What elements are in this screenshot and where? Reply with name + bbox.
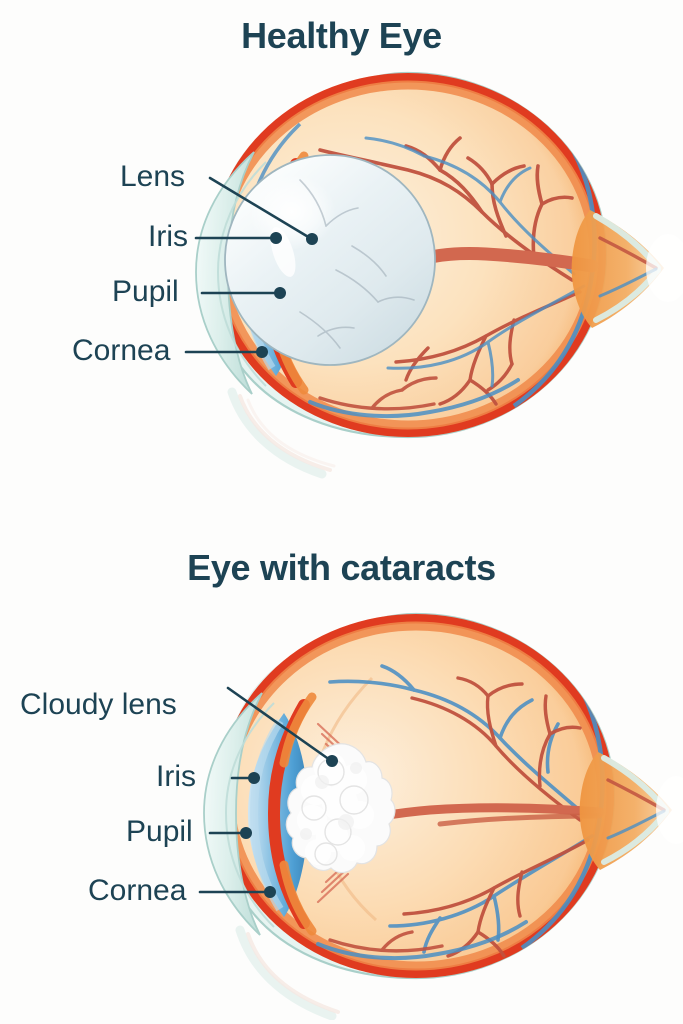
cornea-structure [203,692,275,936]
callout-label-iris: Iris [148,220,188,253]
callout-leader-lines [184,176,312,354]
callout-label-pupil: Pupil [126,815,193,848]
callout-leader-lines [198,686,332,894]
optic-nerve [571,210,683,328]
page-title-eye-with-cataracts: Eye with cataracts [187,547,496,588]
panel-eye-with-cataracts: Eye with cataracts [0,512,683,1024]
healthy-eye-illustration [184,71,683,479]
callout-label-cloudy-lens: Cloudy lens [20,688,177,721]
page-title-healthy-eye: Healthy Eye [241,15,442,56]
callout-label-cornea: Cornea [88,874,187,907]
optic-nerve [579,752,683,870]
cataract-eye-illustration [198,612,683,1020]
panel-healthy-eye: Healthy Eye [72,15,683,479]
callout-leader-dots [240,755,338,898]
vitreous-and-retina [218,614,614,978]
callout-label-iris: Iris [156,760,196,793]
callout-label-pupil: Pupil [112,275,179,308]
callout-leader-dots [256,232,318,358]
lens-cloudy-cataract [285,743,396,874]
callout-label-lens: Lens [120,160,186,193]
lens-clear [224,154,436,366]
callout-label-cornea: Cornea [72,334,171,367]
